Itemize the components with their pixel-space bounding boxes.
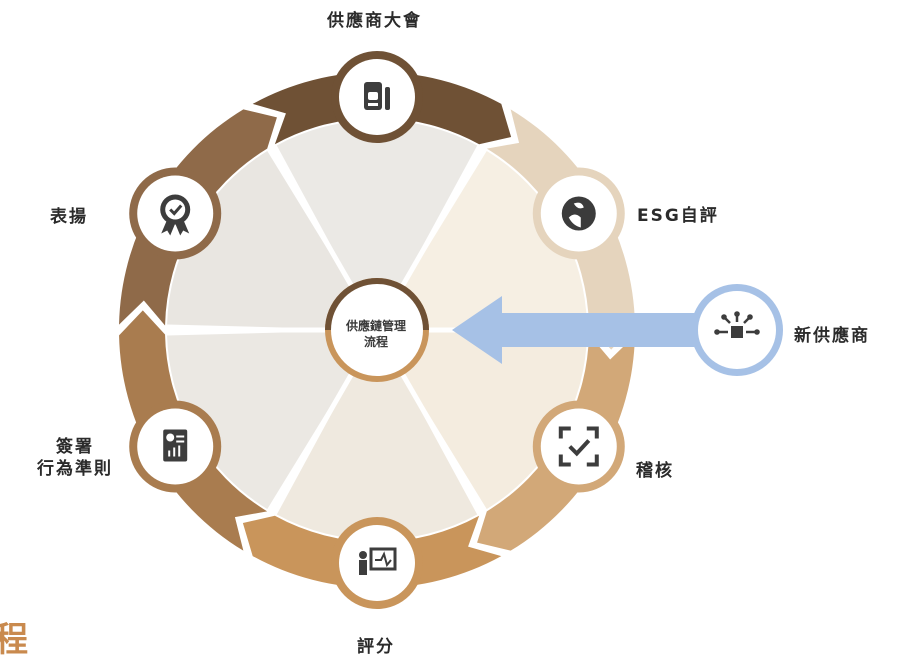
wedge-scoring (276, 330, 478, 540)
scan-check-icon (558, 426, 599, 467)
node-commendation (129, 167, 222, 260)
node-esg-self-assessment (532, 167, 625, 260)
ring-segment-commendation (119, 109, 277, 326)
award-badge-icon (160, 194, 191, 236)
ring-segment-esg-self-assessment (486, 109, 635, 350)
center-hub (331, 284, 423, 376)
globe-plant-icon (561, 196, 596, 231)
wedge-esg-self-assessment (377, 150, 587, 330)
label-commendation: 表揚 (50, 207, 88, 227)
node-supplier-conference (331, 51, 423, 143)
label-code-of-conduct-line1: 簽署 (56, 437, 94, 457)
network-box-icon (714, 311, 760, 338)
label-new-supplier: 新供應商 (794, 326, 870, 346)
label-esg-self-assessment: ESG自評 (637, 206, 719, 226)
ring-segment-audit (477, 334, 635, 551)
label-code-of-conduct-line2: 行為準則 (37, 459, 113, 479)
ring-segment-code-of-conduct (119, 310, 268, 551)
node-face (540, 408, 617, 485)
wedge-commendation (167, 150, 377, 330)
label-code-of-conduct: 簽署 行為準則 (20, 436, 130, 480)
wedge-code-of-conduct (167, 330, 377, 510)
wedge-supplier-conference (276, 119, 478, 331)
center-title-line1: 供應鏈管理 (345, 319, 406, 333)
center-title: 供應鏈管理 流程 (316, 318, 436, 350)
node-face (339, 525, 415, 601)
node-audit (532, 400, 625, 493)
center-title-line2: 流程 (363, 335, 388, 349)
document-pen-icon (364, 82, 390, 110)
corner-title-fragment: 程 (0, 620, 28, 660)
label-audit: 稽核 (636, 461, 674, 481)
wedge-audit (377, 330, 587, 510)
presentation-chart-icon (359, 547, 397, 575)
node-code-of-conduct (129, 400, 222, 493)
label-supplier-conference: 供應商大會 (327, 11, 422, 31)
node-scoring (331, 517, 423, 609)
report-document-icon (163, 429, 188, 462)
node-new-supplier (691, 284, 783, 376)
label-scoring: 評分 (357, 637, 395, 657)
new-supplier-arrow (452, 296, 715, 364)
